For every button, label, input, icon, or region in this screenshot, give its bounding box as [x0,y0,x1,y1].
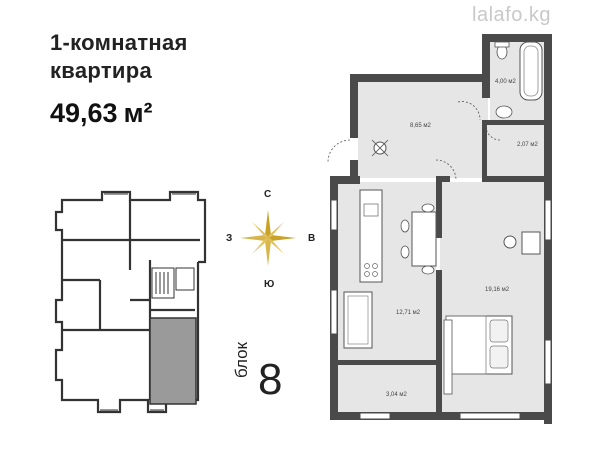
room-area-bath: 4,00 м2 [495,79,516,85]
block-number: 8 [258,355,283,404]
watermark: lalafo.kg [472,4,551,26]
room-area-kitchen: 12,71 м2 [396,310,421,316]
room-area-bedroom: 19,16 м2 [485,287,510,293]
compass-east-label: В [308,233,316,244]
area-unit: м² [123,98,153,128]
room-area-balcony: 3,04 м2 [386,392,407,398]
listing-title-line1: 1-комнатная [50,30,188,55]
compass-north-label: С [264,189,272,200]
area-value: 49,63 [50,98,118,128]
listing-title-line2: квартира [50,58,153,83]
room-area-storage: 2,07 м2 [517,142,538,148]
highlighted-apartment [149,317,197,405]
compass-south-label: Ю [264,279,275,290]
compass-west-label: З [226,233,233,244]
room-area-hall: 8,65 м2 [410,123,431,129]
